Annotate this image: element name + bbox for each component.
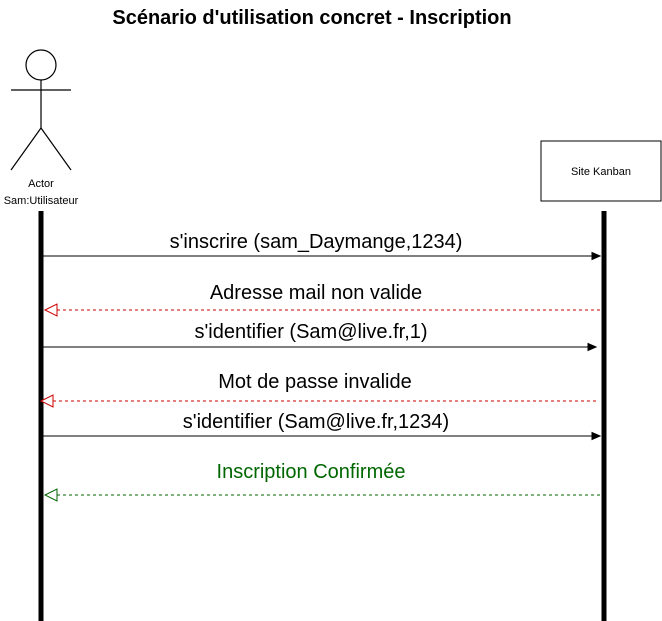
message-label: Inscription Confirmée bbox=[217, 461, 406, 483]
filled-arrowhead-icon bbox=[591, 431, 602, 441]
filled-arrowhead-icon bbox=[591, 251, 602, 261]
actor-stick-figure-icon bbox=[10, 49, 72, 171]
filled-arrowhead-icon bbox=[587, 342, 598, 352]
message-label: Adresse mail non valide bbox=[210, 282, 422, 304]
message-list: s'inscrire (sam_Daymange,1234) Adresse ma… bbox=[39, 231, 602, 502]
open-arrowhead-icon bbox=[43, 303, 58, 317]
system-label: Site Kanban bbox=[571, 166, 631, 178]
message-label: s'inscrire (sam_Daymange,1234) bbox=[170, 231, 463, 253]
message-label: s'identifier (Sam@live.fr,1234) bbox=[183, 411, 449, 433]
message-label: Mot de passe invalide bbox=[218, 371, 411, 393]
open-arrowhead-icon bbox=[43, 488, 58, 502]
message-label: s'identifier (Sam@live.fr,1) bbox=[194, 321, 427, 343]
open-arrowhead-icon bbox=[39, 394, 54, 408]
actor-label: Actor bbox=[28, 178, 54, 190]
system-box bbox=[540, 140, 662, 202]
actor-role-label: Sam:Utilisateur bbox=[4, 195, 79, 207]
diagram-title: Scénario d'utilisation concret - Inscrip… bbox=[112, 7, 511, 29]
